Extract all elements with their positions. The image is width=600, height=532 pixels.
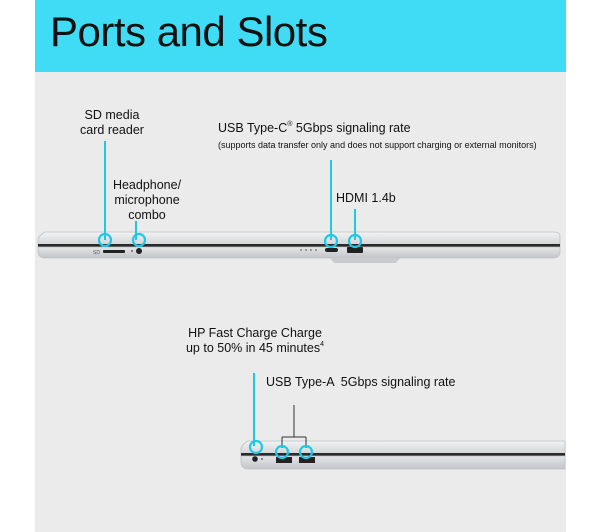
usb-c-callout-marker bbox=[323, 233, 339, 249]
fast-charge-label-line2: up to 50% in 45 minutes bbox=[185, 341, 321, 355]
led-indicators-icon bbox=[300, 249, 317, 251]
fast-charge-label-line1: HP Fast Charge Charge bbox=[188, 326, 322, 340]
laptop-top-view: SD bbox=[37, 231, 561, 263]
headphone-icon bbox=[131, 250, 133, 252]
usb-a-port-2 bbox=[299, 457, 315, 463]
title-banner: Ports and Slots bbox=[35, 0, 566, 72]
charge-indicator-icon bbox=[261, 458, 263, 460]
usb-c-label-rest: 5Gbps signaling rate bbox=[292, 121, 411, 135]
fast-charge-label-sup: 4 bbox=[320, 341, 325, 348]
usb-a-callout-marker-2 bbox=[298, 444, 314, 460]
laptop-bottom-view bbox=[240, 440, 566, 470]
usb-c-label-sup: ® bbox=[287, 121, 293, 128]
headphone-callout-marker bbox=[131, 232, 147, 248]
usb-c-port bbox=[325, 248, 338, 252]
top-callouts bbox=[97, 141, 363, 249]
usb-c-label: USB Type-C® 5Gbps signaling rate bbox=[218, 121, 411, 136]
usb-a-label: USB Type-A 5Gbps signaling rate bbox=[266, 375, 456, 389]
usb-a-callout-marker-1 bbox=[274, 444, 290, 460]
hdmi-port bbox=[347, 247, 363, 253]
headphone-jack bbox=[136, 248, 142, 254]
headphone-label: Headphone/ microphone combo bbox=[103, 178, 191, 223]
sd-icon: SD bbox=[93, 250, 100, 256]
headphone-label-line1: Headphone/ bbox=[112, 178, 182, 192]
sd-reader-label: SD media card reader bbox=[74, 108, 150, 138]
sd-reader-label-line2: card reader bbox=[80, 123, 144, 137]
sd-callout-marker bbox=[97, 232, 113, 248]
hdmi-label: HDMI 1.4b bbox=[336, 191, 396, 205]
page-title: Ports and Slots bbox=[50, 8, 328, 55]
bottom-callouts bbox=[248, 373, 314, 460]
fast-charge-label: HP Fast Charge Charge up to 50% in 45 mi… bbox=[180, 326, 330, 356]
sd-card-slot bbox=[103, 250, 125, 253]
usb-c-label-main: USB Type-C bbox=[218, 121, 288, 135]
hdmi-callout-marker bbox=[347, 233, 363, 249]
power-jack bbox=[252, 456, 258, 462]
usb-c-note: (supports data transfer only and does no… bbox=[218, 140, 537, 150]
usb-a-port-1 bbox=[276, 457, 292, 463]
sd-reader-label-line1: SD media bbox=[84, 108, 140, 122]
headphone-label-line3: combo bbox=[128, 208, 166, 222]
headphone-label-line2: microphone bbox=[114, 193, 180, 207]
power-callout-marker bbox=[248, 439, 264, 455]
